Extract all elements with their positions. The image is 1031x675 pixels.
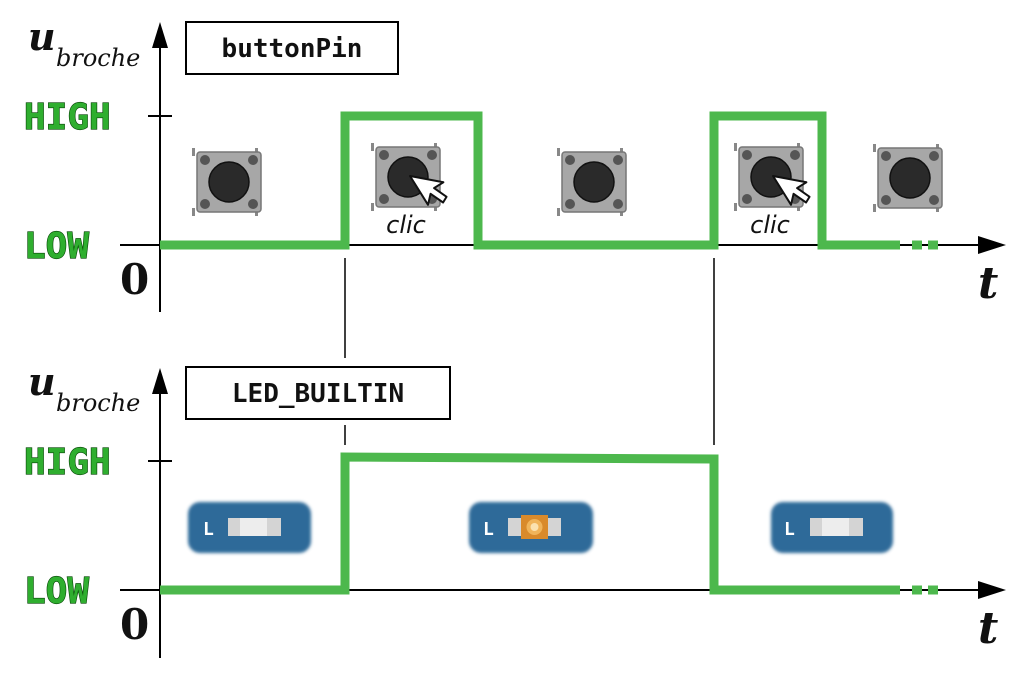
bottom-time-var: t (978, 603, 998, 654)
pushbutton-icon (556, 147, 627, 217)
pushbutton-pressed-icon (733, 142, 817, 212)
led-board-label: L (203, 519, 214, 540)
top-x-axis-arrow (978, 236, 1006, 254)
bottom-axis-sub: broche (56, 389, 140, 417)
top-time-var: t (978, 258, 998, 309)
top-axis-sub: broche (56, 44, 140, 72)
bottom-signal-name: LED_BUILTIN (232, 379, 404, 409)
top-origin: 0 (120, 255, 149, 304)
button-signal-trace (160, 111, 900, 250)
top-level-high: HIGH (24, 97, 111, 138)
led-board-label: L (784, 519, 795, 540)
pushbutton-icon (872, 143, 943, 213)
led-board-on: L (469, 502, 593, 553)
bottom-panel: u broche HIGH LOW 0 t LED_BUILTIN L L (23, 359, 1006, 658)
bottom-axis-var: u (28, 359, 56, 404)
top-axis-var: u (28, 14, 56, 59)
top-signal-name: buttonPin (222, 34, 363, 64)
led-board-off: L (188, 502, 311, 553)
pushbutton-icon (191, 147, 262, 217)
top-signal-box (185, 21, 399, 75)
led-on-icon (521, 515, 548, 539)
bottom-signal-box (185, 366, 451, 420)
led-board-label: L (483, 519, 494, 540)
pushbutton-pressed-icon (370, 142, 454, 212)
top-level-low: LOW (24, 226, 89, 267)
click-label-1: clic (386, 211, 426, 239)
led-signal-trace (160, 452, 900, 595)
top-panel: u broche HIGH LOW 0 t buttonPin clic cli… (23, 14, 1006, 312)
bottom-level-low: LOW (24, 571, 89, 612)
bottom-x-axis-arrow (978, 581, 1006, 599)
bottom-y-axis-arrow (152, 368, 168, 394)
top-y-axis-arrow (152, 22, 168, 48)
led-board-off: L (771, 502, 893, 553)
click-label-2: clic (750, 211, 790, 239)
bottom-origin: 0 (120, 600, 149, 649)
bottom-level-high: HIGH (24, 442, 111, 483)
